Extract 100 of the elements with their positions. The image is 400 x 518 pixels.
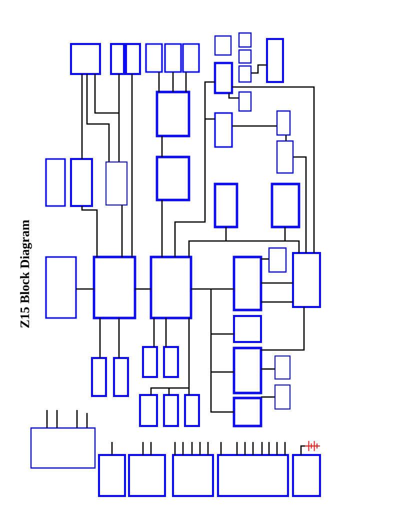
signal-line <box>261 442 263 455</box>
connector-line <box>285 135 287 141</box>
block-box <box>70 43 101 75</box>
block-box <box>184 394 200 427</box>
signal-line <box>199 442 201 455</box>
connector-line <box>81 206 98 257</box>
block-box <box>142 346 158 378</box>
block-box <box>125 43 141 75</box>
block-box <box>238 49 252 64</box>
block-box <box>110 43 125 75</box>
block-box <box>156 156 190 202</box>
signal-line <box>268 442 270 455</box>
connector-line <box>261 282 293 284</box>
block-box <box>292 252 321 308</box>
connector-line <box>300 445 305 455</box>
block-box <box>232 396 262 428</box>
connector-line <box>131 74 133 257</box>
connector-line <box>86 74 110 162</box>
signal-line <box>236 442 238 455</box>
connector-line <box>153 318 155 347</box>
connector-line <box>251 64 267 74</box>
block-box <box>292 454 321 497</box>
block-box <box>45 158 66 207</box>
connector-line <box>174 81 216 258</box>
block-box <box>98 454 126 497</box>
connector-line <box>232 86 315 253</box>
block-box <box>91 357 107 397</box>
block-box <box>172 454 214 497</box>
block-box <box>238 32 252 48</box>
signal-line <box>276 442 278 455</box>
connector-line <box>150 317 190 396</box>
connector-line <box>190 288 235 413</box>
signal-line <box>86 413 88 428</box>
block-box <box>163 346 179 378</box>
block-box <box>128 454 166 497</box>
connector-line <box>81 74 83 159</box>
block-box <box>214 182 238 228</box>
battery-symbol <box>304 440 320 452</box>
signal-line <box>220 442 222 455</box>
connector-line <box>165 318 167 347</box>
connector-line <box>161 200 163 257</box>
block-box <box>113 357 129 397</box>
signal-line <box>111 442 113 455</box>
connector-line <box>261 258 269 260</box>
block-box <box>276 110 291 136</box>
block-box <box>92 256 136 320</box>
block-box <box>145 43 163 73</box>
connector-line <box>261 368 275 370</box>
signal-line <box>76 410 78 428</box>
signal-line <box>150 442 152 455</box>
block-box <box>139 394 158 427</box>
block-box <box>276 140 294 174</box>
signal-line <box>46 410 48 428</box>
signal-line <box>252 442 254 455</box>
block-box <box>214 35 232 56</box>
connector-line <box>158 72 160 92</box>
signal-line <box>207 442 209 455</box>
block-box <box>232 256 262 312</box>
connector-line <box>121 205 123 257</box>
connector-line <box>94 73 120 163</box>
block-box <box>30 427 96 469</box>
block-box <box>270 182 300 228</box>
signal-line <box>191 442 193 455</box>
block-box <box>182 43 200 73</box>
signal-line <box>174 442 176 455</box>
block-box <box>274 384 290 410</box>
connector-line <box>172 72 174 92</box>
block-box <box>217 454 289 497</box>
block-box <box>156 90 190 138</box>
connector-line <box>99 318 101 358</box>
connector-line <box>135 288 151 290</box>
connector-line <box>261 307 305 351</box>
block-box <box>214 112 233 148</box>
connector-line <box>185 72 187 92</box>
signal-line <box>244 442 246 455</box>
connector-line <box>76 288 94 290</box>
block-box <box>266 38 284 83</box>
block-box <box>238 91 252 112</box>
block-box <box>70 158 93 207</box>
block-box <box>233 315 262 343</box>
connector-line <box>161 136 163 157</box>
signal-line <box>284 442 286 455</box>
connector-line <box>261 396 275 398</box>
block-box <box>163 394 179 427</box>
block-box <box>232 346 262 394</box>
block-box <box>45 256 77 319</box>
diagram-title: Z15 Block Diagram <box>20 220 32 328</box>
block-box <box>106 162 128 206</box>
connector-line <box>118 318 120 358</box>
block-box <box>268 247 287 273</box>
block-box <box>274 356 290 380</box>
connector-line <box>232 125 277 127</box>
connector-line <box>228 93 239 99</box>
signal-line <box>56 410 58 428</box>
block-box <box>214 62 234 94</box>
connector-line <box>188 226 300 258</box>
signal-line <box>142 442 144 455</box>
block-box <box>238 65 252 83</box>
signal-line <box>182 442 184 455</box>
block-box <box>150 256 192 320</box>
